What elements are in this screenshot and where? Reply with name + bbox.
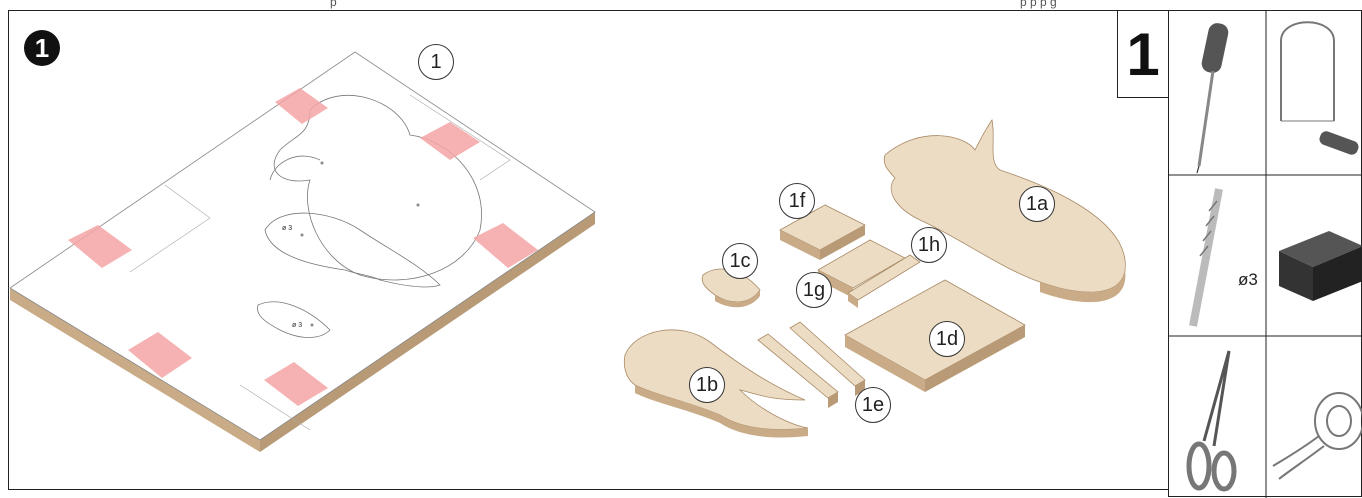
step-box-number: 1 [1117,10,1169,98]
board-side-right [260,212,595,452]
sheet-grid-line [239,384,311,431]
part-1h [847,254,921,301]
sheet-callout: 1 [418,44,454,80]
scissors-icon [1186,350,1237,492]
callout-1d: 1d [929,321,965,357]
sheet-grid-line [129,184,211,273]
svg-text:p: p [330,0,337,9]
part-1a-edge [1040,260,1126,303]
svg-text:p p p g: p p p g [1020,0,1057,9]
tape-piece [420,122,480,160]
tools-panel [1168,10,1362,498]
callout-1b: 1b [689,367,725,403]
bird-head-outline [269,155,321,181]
tape-piece [264,362,328,406]
tape-piece [128,332,192,378]
small-piece-outline [257,301,331,338]
drill-size-label: ø3 [1238,270,1258,289]
callout-1g: 1g [796,272,832,308]
wing-outline [264,212,441,288]
part-1a [883,119,1126,293]
fret-saw-icon [1280,21,1359,155]
drill-bit-icon [1189,188,1223,327]
hole-label: ø 3 [282,225,292,232]
tape-icon [1272,392,1362,480]
step-number-badge: 1 [24,30,60,66]
board-side-front [10,288,260,452]
sheet-grid-line [409,94,511,181]
pattern-board-illustration: ø 3 ø 3 [10,51,596,452]
hole-label: ø 3 [292,322,302,329]
bird-body-outline [273,94,482,281]
instruction-frame [8,10,1168,490]
callout-1c: 1c [722,243,758,279]
callout-1h: 1h [911,227,947,263]
callout-1e: 1e [855,387,891,423]
callout-1a: 1a [1019,186,1055,222]
awl-icon [1196,23,1229,174]
tape-piece [473,223,538,268]
tape-piece [68,225,132,268]
callout-1f: 1f [779,183,815,219]
top-cropped-text: p p p p g [330,0,1057,9]
tape-piece [275,88,328,124]
sanding-block-icon [1279,231,1362,301]
